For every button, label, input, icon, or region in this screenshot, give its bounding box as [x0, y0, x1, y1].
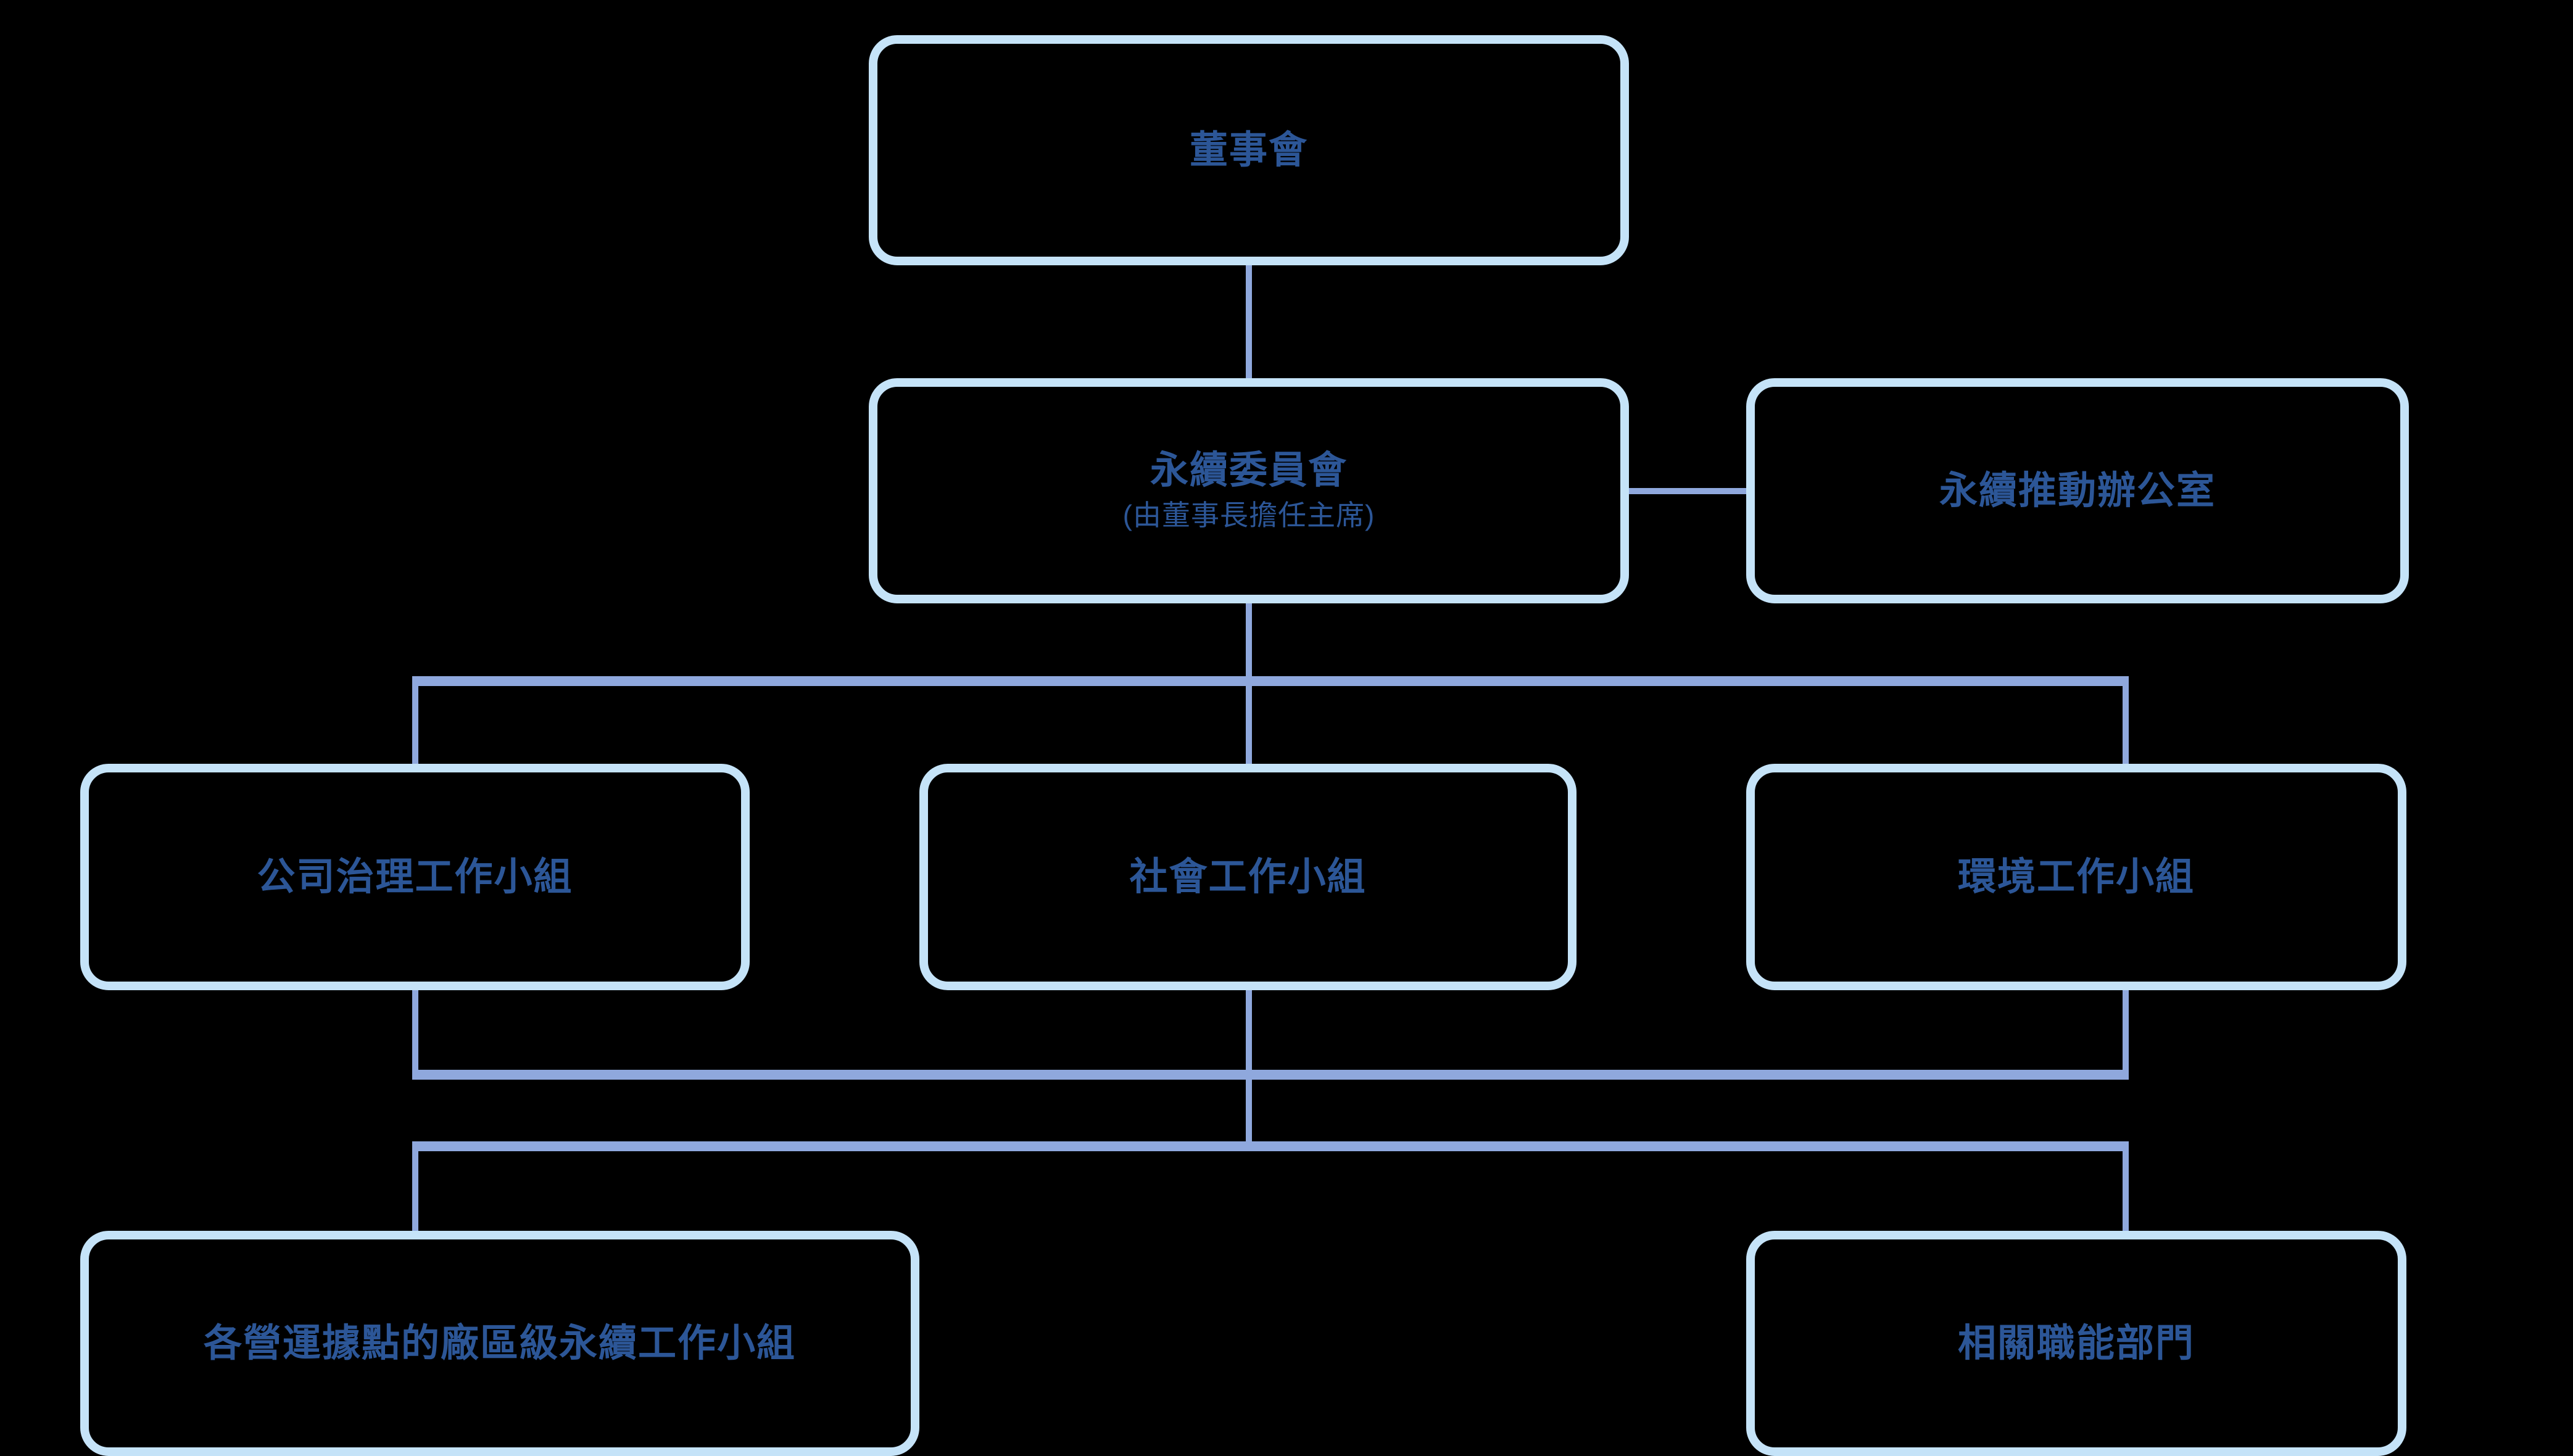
connector-working-groups-bar — [412, 676, 2129, 686]
node-functional-departments[interactable]: 相關職能部門 — [1746, 1231, 2406, 1456]
node-environment-working-group[interactable]: 環境工作小組 — [1746, 764, 2406, 990]
node-committee-subtitle: (由董事長擔任主席) — [1122, 498, 1375, 531]
connector-board-to-committee — [1246, 265, 1252, 379]
node-environment-title: 環境工作小組 — [1957, 855, 2195, 898]
connector-lower-trunk — [1246, 1080, 1252, 1145]
connector-merge-bar — [412, 1070, 2129, 1080]
node-departments-title: 相關職能部門 — [1957, 1322, 2195, 1365]
node-plant-level-working-groups[interactable]: 各營運據點的廠區級永續工作小組 — [80, 1231, 919, 1456]
connector-riser-environment — [2123, 990, 2129, 1075]
connector-committee-trunk — [1246, 603, 1252, 680]
node-plant-groups-title: 各營運據點的廠區級永續工作小組 — [203, 1322, 796, 1365]
node-sustainability-office[interactable]: 永續推動辦公室 — [1746, 378, 2409, 603]
node-sustainability-committee[interactable]: 永續委員會 (由董事長擔任主席) — [869, 378, 1629, 603]
node-committee-title: 永續委員會 — [1150, 449, 1348, 492]
node-governance-working-group[interactable]: 公司治理工作小組 — [80, 764, 750, 990]
connector-riser-social — [1246, 990, 1252, 1075]
connector-committee-to-office — [1629, 488, 1747, 494]
connector-bottom-bar — [412, 1141, 2129, 1151]
node-social-working-group[interactable]: 社會工作小組 — [919, 764, 1577, 990]
connector-riser-governance — [412, 990, 418, 1075]
connector-drop-governance — [412, 676, 418, 764]
node-board-title: 董事會 — [1189, 128, 1308, 172]
connector-drop-plant-groups — [412, 1141, 418, 1231]
connector-drop-environment — [2123, 676, 2129, 764]
node-office-title: 永續推動辦公室 — [1939, 469, 2216, 512]
connector-drop-social — [1246, 676, 1252, 764]
node-social-title: 社會工作小組 — [1129, 855, 1367, 898]
node-governance-title: 公司治理工作小組 — [257, 855, 573, 898]
node-board-of-directors[interactable]: 董事會 — [869, 35, 1629, 265]
connector-drop-departments — [2123, 1141, 2129, 1231]
